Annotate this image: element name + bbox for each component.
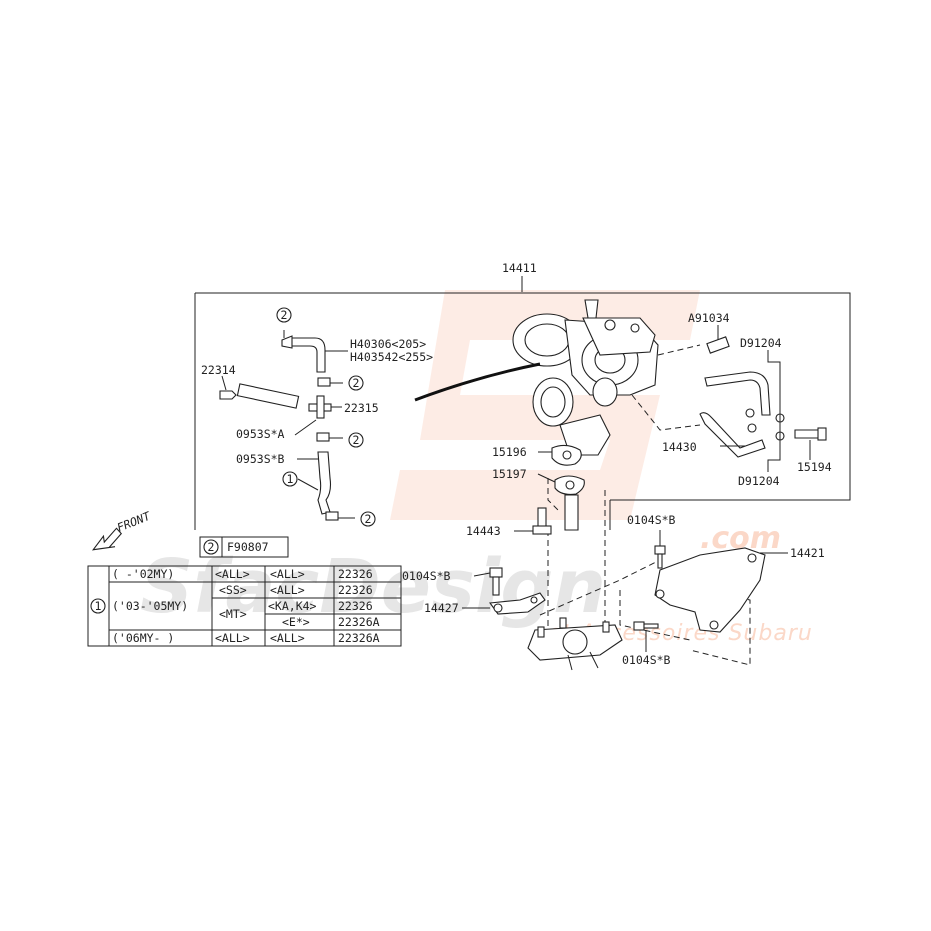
- table-callout: 1: [95, 599, 102, 613]
- label-0953s-a: 0953S*A: [236, 427, 285, 441]
- label-h40306: H40306<205>: [350, 337, 426, 351]
- callout-2-markers: 2 2 2 2: [276, 307, 376, 527]
- label-22314: 22314: [201, 363, 236, 377]
- label-15196: 15196: [492, 445, 527, 459]
- table-cell: <KA,K4>: [268, 599, 317, 613]
- assembly-guide-lines: [539, 344, 751, 666]
- vacuum-hose-line: [414, 362, 541, 402]
- legend-callout: 2: [208, 540, 215, 554]
- table-cell: <ALL>: [270, 567, 305, 581]
- table-cell: 22326A: [338, 615, 380, 629]
- table-cell: <ALL>: [270, 631, 305, 645]
- oil-pipe-assembly: [699, 325, 827, 472]
- label-14443: 14443: [466, 524, 501, 538]
- table-cell: <ALL>: [215, 631, 250, 645]
- legend-code: F90807: [227, 540, 269, 554]
- front-label: FRONT: [115, 508, 153, 534]
- variant-table: 1 ( -'02MY) <ALL> <ALL> 22326 ('03-'05MY…: [87, 565, 402, 647]
- label-0104s-b-right: 0104S*B: [622, 653, 671, 667]
- table-cell: 22326A: [338, 631, 380, 645]
- label-14430: 14430: [662, 440, 697, 454]
- table-cell: <SS>: [219, 583, 247, 597]
- hose-kit: [219, 330, 355, 521]
- turbocharger: [512, 299, 659, 456]
- table-cell: 22326: [338, 567, 373, 581]
- label-0104s-b-top: 0104S*B: [627, 513, 676, 527]
- label-0104s-b-left: 0104S*B: [402, 569, 451, 583]
- table-cell: 22326: [338, 599, 373, 613]
- callout-2-bottom: 2: [365, 512, 372, 526]
- label-22315: 22315: [344, 401, 379, 415]
- lower-brackets: [488, 545, 766, 671]
- callout-2-top: 2: [281, 308, 288, 322]
- watermark-brand: SfacDesign: [140, 544, 606, 630]
- label-h403542: H403542<255>: [350, 350, 433, 364]
- callout-2-lower: 2: [353, 433, 360, 447]
- callout-2-upper: 2: [353, 376, 360, 390]
- table-cell: <MT>: [219, 607, 247, 621]
- gasket-parts: [532, 444, 585, 535]
- label-14421: 14421: [790, 546, 825, 560]
- table-cell: <ALL>: [215, 567, 250, 581]
- table-cell: 22326: [338, 583, 373, 597]
- label-15194: 15194: [797, 460, 832, 474]
- label-0953s-b: 0953S*B: [236, 452, 285, 466]
- label-14427: 14427: [424, 601, 459, 615]
- table-cell: ('06MY- ): [112, 631, 174, 645]
- label-d91204-bottom: D91204: [738, 474, 780, 488]
- table-cell: <E*>: [282, 615, 310, 629]
- label-15197: 15197: [492, 467, 527, 481]
- callout-1-marker: 1: [282, 471, 298, 487]
- assembly-frame: [194, 276, 851, 530]
- label-a91034: A91034: [688, 311, 730, 325]
- table-cell: ( -'02MY): [112, 567, 174, 581]
- table-cell: ('03-'05MY): [112, 599, 188, 613]
- legend-box: 2 F90807: [199, 536, 289, 558]
- table-cell: <ALL>: [270, 583, 305, 597]
- label-14411: 14411: [502, 261, 537, 275]
- callout-1-hose: 1: [287, 472, 294, 486]
- label-d91204-top: D91204: [740, 336, 782, 350]
